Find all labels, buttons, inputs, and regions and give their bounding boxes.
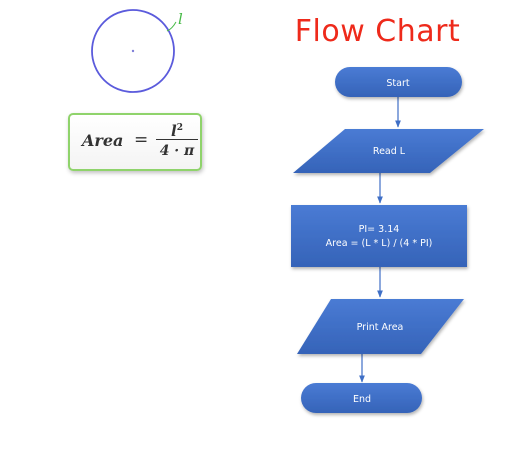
circle-center-point [131,49,135,53]
circle-label-leader [166,21,177,32]
formula-numerator: l2 [171,122,183,140]
area-formula-box: Area = l2 4 · π [68,113,202,171]
flow-input [293,129,484,173]
flow-output [297,299,464,354]
flow-output-label: Print Area [357,322,404,333]
page-title: Flow Chart [294,14,461,49]
circle-label: l [178,10,183,28]
flow-start-label: Start [386,78,409,89]
formula-lhs: Area [82,131,124,150]
formula-equals: = [134,130,149,150]
flow-process-line1: PI= 3.14 [359,224,400,235]
fraction-bar [156,139,198,140]
formula-fraction: l2 4 · π [156,119,198,160]
flow-end [301,383,422,413]
flow-process [291,205,467,267]
flow-input-label: Read L [373,146,406,157]
flow-process-line2: Area = (L * L) / (4 * PI) [326,238,433,249]
circle-shape [91,9,175,93]
flow-start [335,67,462,97]
flow-end-label: End [353,394,371,405]
formula-denominator: 4 · π [159,143,195,159]
circle-diagram: l [91,9,183,93]
formula-exponent: 2 [176,123,183,133]
